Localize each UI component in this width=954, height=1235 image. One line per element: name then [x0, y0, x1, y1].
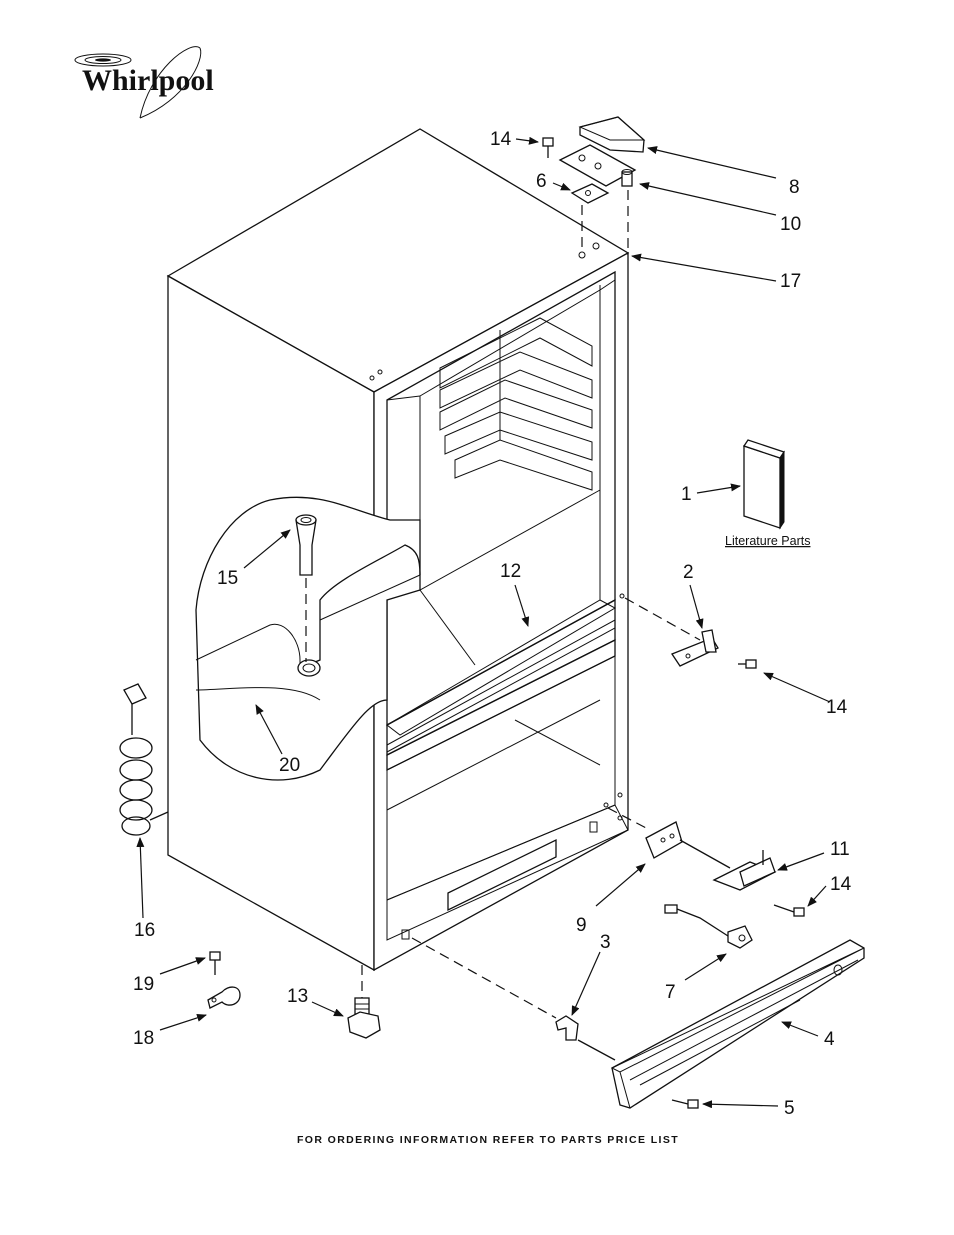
- callout-17: 17: [780, 271, 801, 292]
- liner-cutaway: [195, 496, 476, 781]
- callout-18: 18: [133, 1028, 154, 1049]
- callout-16: 16: [134, 920, 155, 941]
- callout-4: 4: [824, 1029, 835, 1050]
- cabinet: [166, 128, 630, 972]
- callout-2: 2: [683, 562, 694, 583]
- callout-14: 14: [830, 874, 852, 895]
- callout-8: 8: [789, 177, 800, 198]
- callout-labels: 14 8 6 10 17 1 Literature Parts 15 12 2 …: [133, 129, 852, 1119]
- footer-note: FOR ORDERING INFORMATION REFER TO PARTS …: [297, 1134, 679, 1146]
- literature-book: [742, 439, 786, 530]
- power-cord: [119, 683, 169, 836]
- callout-12: 12: [500, 561, 521, 582]
- callout-14: 14: [490, 129, 512, 150]
- callout-5: 5: [784, 1098, 795, 1119]
- evaporator-fins: [439, 317, 593, 491]
- callout-13: 13: [287, 986, 308, 1007]
- wire-harness: [664, 904, 753, 949]
- literature-parts-label: Literature Parts: [725, 534, 810, 548]
- bottom-hinge-assembly: [607, 807, 805, 917]
- callout-7: 7: [665, 982, 676, 1003]
- top-hinge-assembly: [542, 116, 646, 250]
- callout-14: 14: [826, 697, 848, 718]
- callout-20: 20: [279, 755, 300, 776]
- callout-11: 11: [830, 839, 850, 860]
- callout-19: 19: [133, 974, 154, 995]
- leveling-leg: [347, 965, 381, 1039]
- grille-clip: [411, 937, 616, 1061]
- drain-tube: [295, 514, 317, 662]
- callout-15: 15: [217, 568, 238, 589]
- callout-6: 6: [536, 171, 547, 192]
- callout-1: 1: [681, 484, 692, 505]
- whirlpool-logo: Whirlpool: [74, 46, 214, 119]
- callout-10: 10: [780, 214, 801, 235]
- toe-grille: [610, 939, 865, 1109]
- cord-clamp: [207, 951, 241, 1009]
- door-stop-bracket: [624, 597, 757, 669]
- callout-3: 3: [600, 932, 611, 953]
- logo-wordmark: Whirlpool: [82, 64, 214, 97]
- screw-5: [671, 1099, 699, 1109]
- leader-arrows: [136, 136, 831, 1109]
- callout-9: 9: [576, 915, 587, 936]
